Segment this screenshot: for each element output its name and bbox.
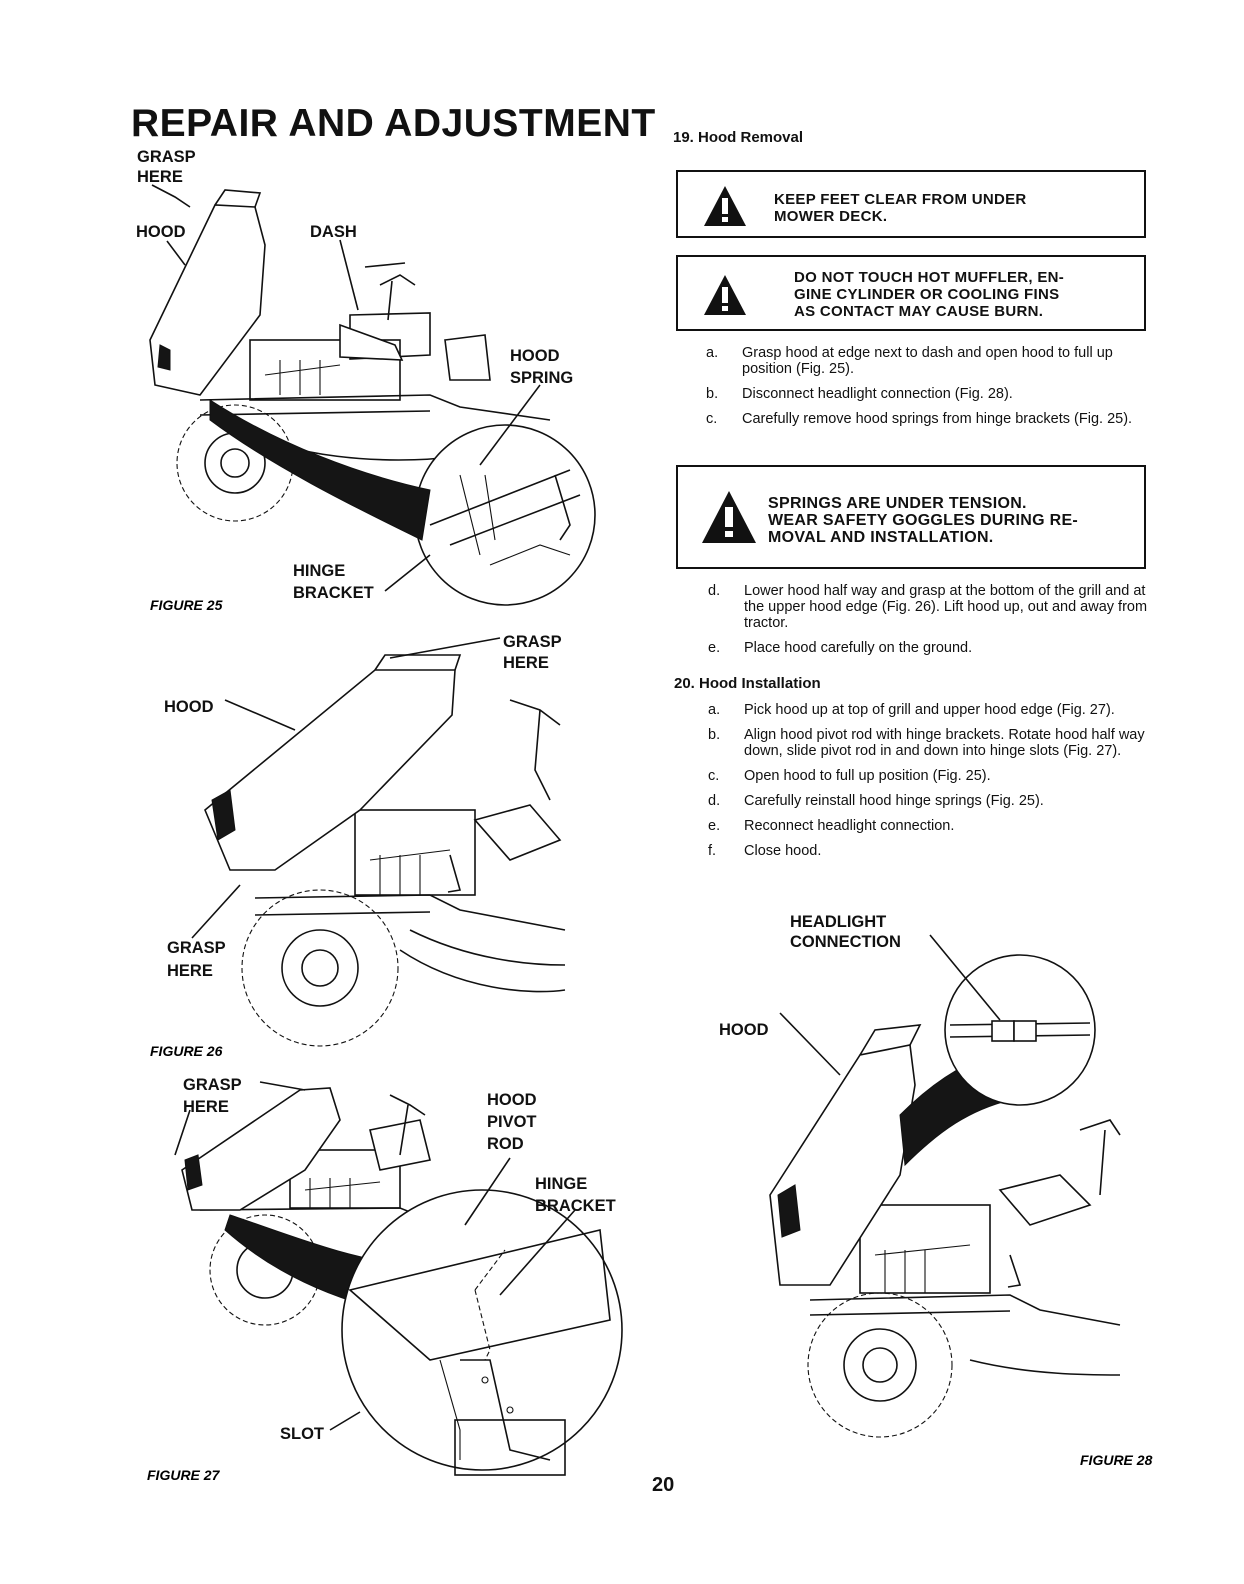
warning-2-line-3: AS CONTACT MAY CAUSE BURN.: [794, 303, 1044, 320]
fig26-label-hood: HOOD: [164, 698, 214, 716]
figure-28-illustration: HEADLIGHT CONNECTION HOOD FIGURE 28: [719, 913, 1153, 1468]
figure-25-illustration: GRASP HERE HOOD DASH HOOD SPRING HINGE B…: [136, 148, 596, 613]
step-letter: c.: [708, 768, 720, 784]
fig26-label-here-bottom: HERE: [167, 962, 213, 980]
list-item: a. Pick hood up at top of grill and upper…: [708, 702, 1158, 718]
page-title: REPAIR AND ADJUSTMENT: [131, 102, 656, 145]
figure-25: GRASP HERE HOOD DASH HOOD SPRING HINGE B…: [130, 145, 630, 615]
step-text: Grasp hood at edge next to dash and open…: [742, 345, 1113, 377]
fig25-label-here: HERE: [137, 168, 183, 186]
fig25-label-bracket: BRACKET: [293, 584, 374, 602]
step-text: Carefully reinstall hood hinge springs (…: [744, 793, 1044, 809]
removal-steps-a-c: a. Grasp hood at edge next to dash and op…: [706, 345, 1156, 436]
fig28-label-connection: CONNECTION: [790, 933, 901, 951]
step-letter: a.: [706, 345, 719, 361]
fig28-caption: FIGURE 28: [1080, 1452, 1153, 1468]
fig27-label-slot: SLOT: [280, 1425, 324, 1443]
list-item: c. Carefully remove hood springs from hin…: [706, 411, 1156, 427]
warning-icon: [704, 275, 746, 315]
fig25-label-hood: HOOD: [136, 223, 186, 241]
step-letter: b.: [708, 727, 721, 743]
warning-3-line-1: SPRINGS ARE UNDER TENSION.: [768, 495, 1027, 512]
step-letter: c.: [706, 411, 718, 427]
list-item: f. Close hood.: [708, 843, 1158, 859]
step-letter: e.: [708, 818, 721, 834]
warning-box-feet: KEEP FEET CLEAR FROM UNDER MOWER DECK.: [676, 170, 1146, 238]
fig26-label-grasp-bottom: GRASP: [167, 939, 226, 957]
step-text: Disconnect headlight connection (Fig. 28…: [742, 386, 1013, 402]
step-letter: d.: [708, 583, 721, 599]
list-item: b. Align hood pivot rod with hinge bracke…: [708, 727, 1158, 759]
step-text: Open hood to full up position (Fig. 25).: [744, 768, 991, 784]
warning-icon: [704, 186, 746, 226]
warning-box-springs: SPRINGS ARE UNDER TENSION. WEAR SAFETY G…: [676, 465, 1146, 569]
figure-27-illustration: GRASP HERE HOOD PIVOT ROD HINGE BRACKET …: [147, 1076, 623, 1483]
figure-28: HEADLIGHT CONNECTION HOOD FIGURE 28: [710, 905, 1180, 1485]
list-item: e. Reconnect headlight connection.: [708, 818, 1158, 834]
fig25-label-hood-spring-2: SPRING: [510, 369, 573, 387]
figure-26-illustration: GRASP HERE HOOD GRASP HERE FIGURE 26: [150, 633, 566, 1059]
fig25-label-hood-spring-1: HOOD: [510, 347, 560, 365]
step-text: Pick hood up at top of grill and upper h…: [744, 702, 1115, 718]
warning-icon: [702, 491, 756, 543]
fig26-label-here-top: HERE: [503, 654, 549, 672]
list-item: b. Disconnect headlight connection (Fig. …: [706, 386, 1156, 402]
warning-3-line-3: MOVAL AND INSTALLATION.: [768, 529, 994, 546]
fig27-label-here: HERE: [183, 1098, 229, 1116]
warning-1-line-1: KEEP FEET CLEAR FROM UNDER: [774, 191, 1027, 208]
step-letter: a.: [708, 702, 721, 718]
warning-2-line-2: GINE CYLINDER OR COOLING FINS: [794, 286, 1060, 303]
step-letter: d.: [708, 793, 721, 809]
step-text: Close hood.: [744, 843, 822, 859]
page-number: 20: [652, 1474, 675, 1496]
list-item: d. Lower hood half way and grasp at the b…: [708, 583, 1158, 631]
figure-26: GRASP HERE HOOD GRASP HERE FIGURE 26: [130, 630, 570, 1060]
figure-27: GRASP HERE HOOD PIVOT ROD HINGE BRACKET …: [130, 1060, 640, 1490]
installation-steps: a. Pick hood up at top of grill and upper…: [708, 702, 1158, 868]
step-text: Carefully remove hood springs from hinge…: [742, 411, 1133, 427]
fig25-caption: FIGURE 25: [150, 597, 223, 613]
warning-1-line-2: MOWER DECK.: [774, 208, 888, 225]
fig25-label-grasp: GRASP: [137, 148, 196, 166]
fig27-label-hood: HOOD: [487, 1091, 537, 1109]
fig27-label-pivot: PIVOT: [487, 1113, 537, 1131]
fig28-label-headlight: HEADLIGHT: [790, 913, 886, 931]
list-item: a. Grasp hood at edge next to dash and op…: [706, 345, 1156, 377]
fig27-label-hinge: HINGE: [535, 1175, 587, 1193]
step-text: Reconnect headlight connection.: [744, 818, 955, 834]
fig27-label-bracket: BRACKET: [535, 1197, 616, 1215]
fig27-caption: FIGURE 27: [147, 1467, 221, 1483]
list-item: d. Carefully reinstall hood hinge springs…: [708, 793, 1158, 809]
fig26-label-grasp-top: GRASP: [503, 633, 562, 651]
step-text: Align hood pivot rod with hinge brackets…: [744, 727, 1145, 759]
step-letter: f.: [708, 843, 717, 859]
step-letter: e.: [708, 640, 721, 656]
list-item: e. Place hood carefully on the ground.: [708, 640, 1158, 656]
warning-2-line-1: DO NOT TOUCH HOT MUFFLER, EN-: [794, 269, 1065, 286]
fig28-label-hood: HOOD: [719, 1021, 769, 1039]
fig26-caption: FIGURE 26: [150, 1043, 223, 1059]
fig25-label-dash: DASH: [310, 223, 357, 241]
step-text: Place hood carefully on the ground.: [744, 640, 973, 656]
step-text: Lower hood half way and grasp at the bot…: [744, 583, 1148, 631]
removal-steps-d-e: d. Lower hood half way and grasp at the b…: [708, 583, 1158, 665]
section-20-heading: 20. Hood Installation: [674, 675, 821, 692]
fig25-label-hinge: HINGE: [293, 562, 345, 580]
list-item: c. Open hood to full up position (Fig. 25…: [708, 768, 1158, 784]
fig27-label-rod: ROD: [487, 1135, 524, 1153]
warning-3-line-2: WEAR SAFETY GOGGLES DURING RE-: [768, 512, 1079, 529]
step-letter: b.: [706, 386, 719, 402]
warning-box-muffler: DO NOT TOUCH HOT MUFFLER, EN- GINE CYLIN…: [676, 255, 1146, 331]
fig27-label-grasp: GRASP: [183, 1076, 242, 1094]
section-19-heading: 19. Hood Removal: [673, 129, 804, 146]
